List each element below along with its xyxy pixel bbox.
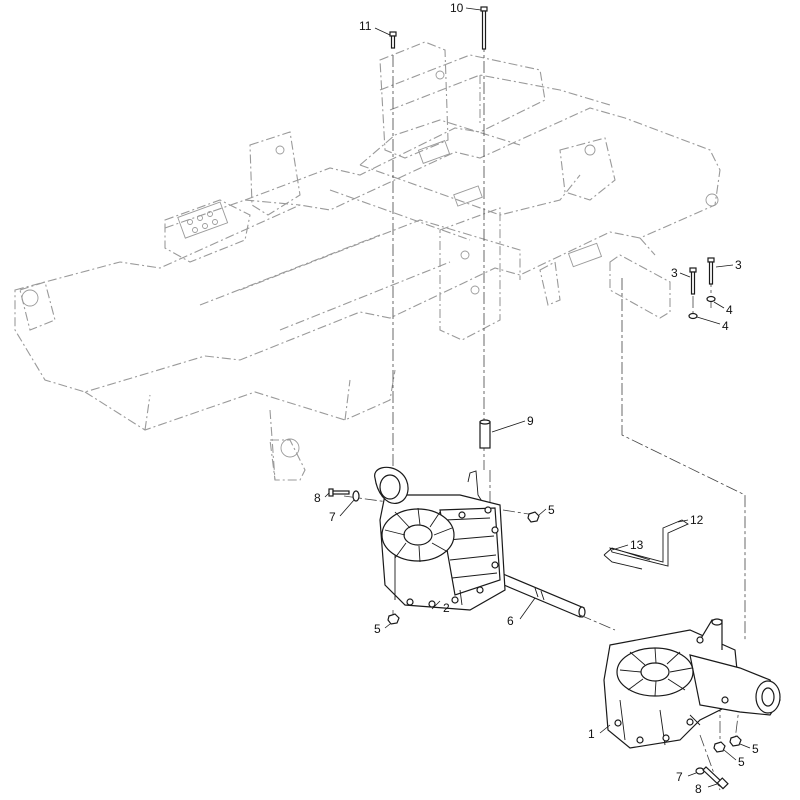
callout-8b: 8 bbox=[695, 782, 702, 796]
hardware bbox=[328, 6, 742, 790]
callout-8a: 8 bbox=[314, 491, 321, 505]
callout-5a: 5 bbox=[548, 503, 555, 517]
washer-7-left bbox=[352, 490, 360, 502]
bolt-8-left bbox=[328, 488, 350, 497]
callout-11: 11 bbox=[359, 19, 372, 33]
bolt-3-right bbox=[707, 257, 715, 285]
nut-5-upper bbox=[527, 511, 540, 523]
callout-6: 6 bbox=[507, 614, 514, 628]
callout-3b: 3 bbox=[735, 258, 742, 272]
callout-5c: 5 bbox=[752, 742, 759, 756]
callout-10: 10 bbox=[450, 1, 464, 15]
callout-2: 2 bbox=[443, 601, 450, 615]
callout-5b: 5 bbox=[374, 622, 381, 636]
bypass-rod-12 bbox=[609, 519, 689, 567]
nut-5-right-a bbox=[729, 735, 742, 747]
callout-7a: 7 bbox=[329, 510, 336, 524]
hairpin-13 bbox=[603, 547, 651, 570]
washer-7-right bbox=[695, 767, 705, 775]
callout-1: 1 bbox=[588, 727, 595, 741]
callout-4a: 4 bbox=[726, 303, 733, 317]
callout-13-label: 13 bbox=[630, 538, 644, 552]
callout-3a: 3 bbox=[671, 266, 678, 280]
nut-5-right-b bbox=[713, 741, 726, 753]
bolt-11 bbox=[389, 31, 397, 49]
callout-7b: 7 bbox=[676, 770, 683, 784]
callout-9: 9 bbox=[527, 414, 534, 428]
bolt-10 bbox=[480, 6, 488, 50]
bolt-8-right bbox=[702, 766, 729, 790]
callout-5d: 5 bbox=[738, 755, 745, 769]
bolt-3-left bbox=[689, 267, 697, 295]
nut-5-lower-left bbox=[387, 613, 400, 625]
washer-4-right bbox=[706, 295, 716, 303]
mower-frame bbox=[14, 41, 721, 481]
callout-12: 12 bbox=[690, 513, 704, 527]
leader-lines bbox=[324, 7, 751, 788]
spacer-9 bbox=[479, 419, 491, 449]
bypass-rod-left bbox=[467, 470, 484, 504]
transmission-2 bbox=[374, 466, 506, 611]
callout-4b: 4 bbox=[722, 319, 729, 333]
transmission-1 bbox=[603, 618, 781, 749]
callouts: 11 10 3 3 4 4 9 8 7 5 5 2 6 12 13 13 1 5… bbox=[314, 1, 759, 796]
washer-4-left bbox=[688, 312, 698, 320]
